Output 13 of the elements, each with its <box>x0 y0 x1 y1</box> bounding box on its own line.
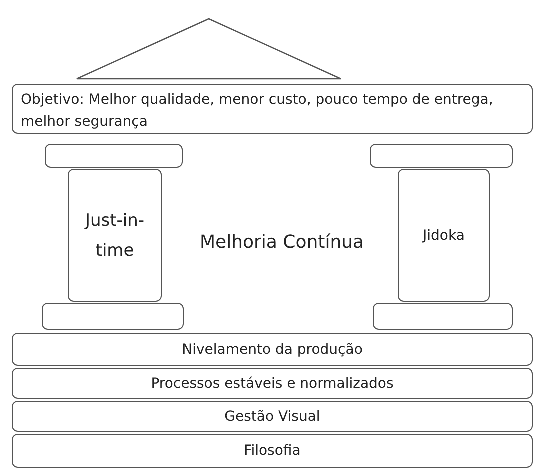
center-label: Melhoria Contínua <box>200 232 364 253</box>
pillar-box: Just-in-time <box>68 169 162 302</box>
objective-box: Objetivo: Melhor qualidade, menor custo, pouco tempo de entrega, melhor segurança <box>12 84 533 134</box>
pillar-base <box>373 303 513 330</box>
foundation-band: Nivelamento da produção <box>12 333 533 366</box>
foundation-band: Processos estáveis e normalizados <box>12 368 533 399</box>
foundation-band: Gestão Visual <box>12 401 533 432</box>
pillar-base <box>42 303 184 330</box>
pillar-box: Jidoka <box>398 169 490 302</box>
roof-shape <box>76 18 342 80</box>
foundation-band: Filosofia <box>12 434 533 468</box>
pillar-cap <box>370 144 513 168</box>
pillar-cap <box>45 144 183 168</box>
